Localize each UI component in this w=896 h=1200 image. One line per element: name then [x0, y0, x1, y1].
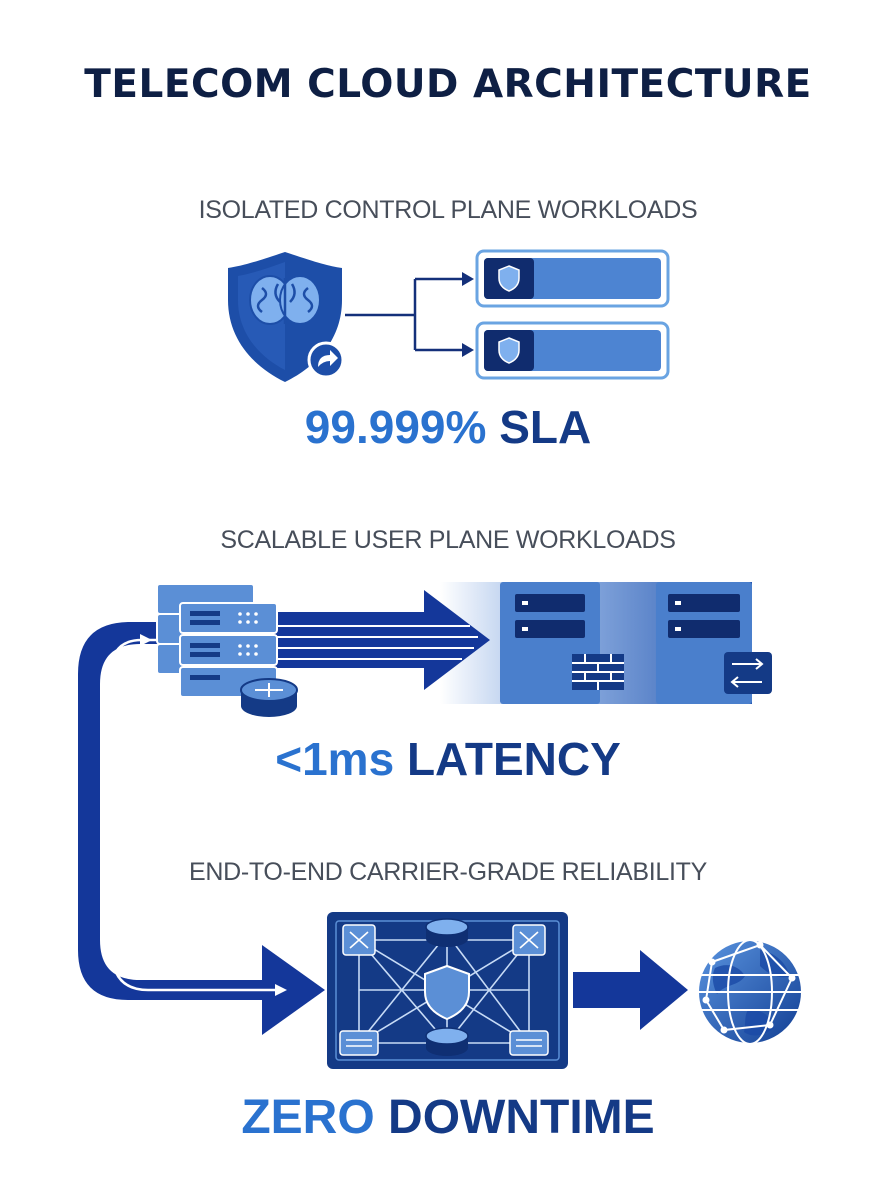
sla-value: 99.999% [304, 401, 487, 453]
flow-arrow [270, 590, 490, 690]
latency-value: <1ms [275, 733, 395, 785]
sla-metric: 99.999% SLA [0, 400, 896, 454]
server-stack-icon [156, 583, 278, 698]
router-icon [425, 1027, 469, 1056]
control-plane-label: ISOLATED CONTROL PLANE WORKLOADS [198, 196, 698, 224]
brain-shield-icon [228, 252, 345, 382]
downtime-value: ZERO [241, 1091, 375, 1144]
server-rack-firewall [500, 582, 624, 704]
latency-metric: <1ms LATENCY [0, 732, 896, 786]
control-plane-connectors [345, 277, 462, 352]
page-title: TELECOM CLOUD ARCHITECTURE [84, 62, 812, 107]
downtime-metric: ZERO DOWNTIME [0, 1090, 896, 1145]
output-arrow [573, 950, 688, 1030]
loop-arrow-highlight [110, 638, 282, 992]
shield-icon [498, 265, 520, 292]
arrow-head-icon [462, 272, 474, 286]
user-plane-label: SCALABLE USER PLANE WORKLOADS [220, 526, 676, 554]
router-icon [240, 678, 298, 717]
latency-unit: LATENCY [406, 733, 621, 785]
shield-icon [498, 337, 520, 364]
downtime-unit: DOWNTIME [388, 1091, 655, 1144]
shield-icon [424, 964, 470, 1021]
loop-arrow [78, 622, 325, 1035]
firewall-icon [572, 654, 624, 690]
workload-card-1 [475, 249, 670, 308]
reliability-label: END-TO-END CARRIER-GRADE RELIABILITY [189, 858, 707, 886]
arrow-head-icon [462, 343, 474, 357]
sla-unit: SLA [499, 401, 592, 453]
globe-icon [697, 939, 803, 1045]
workload-card-2 [475, 321, 670, 380]
server-rack-switch [656, 582, 772, 704]
mesh-network-icon [327, 912, 568, 1069]
switch-icon [724, 652, 772, 694]
router-icon [425, 918, 469, 947]
